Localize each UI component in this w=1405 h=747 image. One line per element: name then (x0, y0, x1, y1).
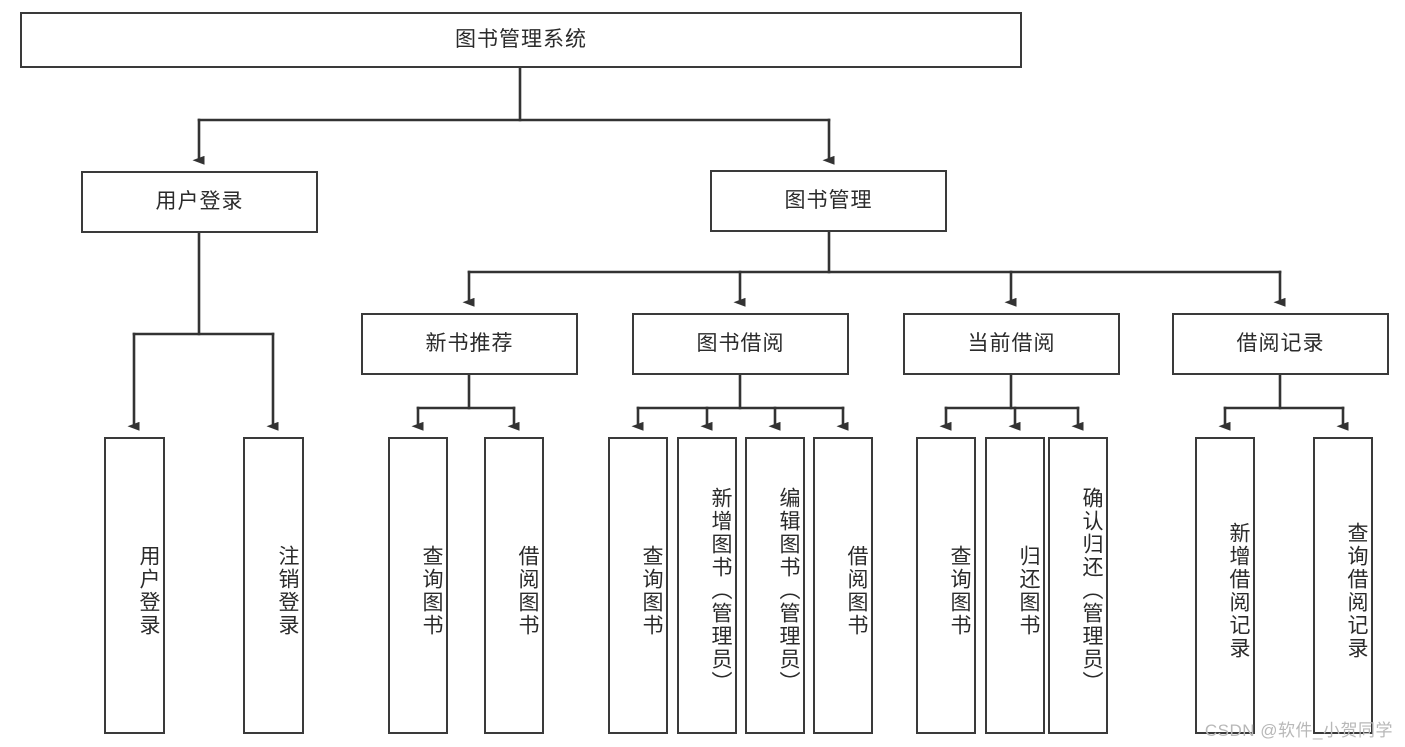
node-root[interactable]: 图书管理系统 (20, 12, 1022, 68)
node-leaf-query-book-b[interactable]: 查询图书 (608, 437, 668, 734)
node-borrow-record[interactable]: 借阅记录 (1172, 313, 1389, 375)
node-leaf-query-book-b-label: 查询图书 (640, 544, 663, 637)
node-current-borrow[interactable]: 当前借阅 (903, 313, 1120, 375)
node-leaf-add-record[interactable]: 新增借阅记录 (1195, 437, 1255, 734)
node-book-manage[interactable]: 图书管理 (710, 170, 947, 232)
node-leaf-edit-book-label: 编辑图书（管理员） (777, 487, 800, 694)
node-leaf-confirm-return[interactable]: 确认归还（管理员） (1048, 437, 1108, 734)
node-leaf-return-book[interactable]: 归还图书 (985, 437, 1045, 734)
node-borrow-record-label: 借阅记录 (1236, 332, 1325, 356)
node-leaf-add-record-label: 新增借阅记录 (1227, 521, 1250, 660)
node-leaf-user-logout-label: 注销登录 (276, 544, 299, 637)
node-user-login[interactable]: 用户登录 (81, 171, 318, 233)
node-leaf-return-book-label: 归还图书 (1017, 544, 1040, 637)
node-new-book-recommend[interactable]: 新书推荐 (361, 313, 578, 375)
node-leaf-query-book-c-label: 查询图书 (948, 544, 971, 637)
node-leaf-borrow-book-a[interactable]: 借阅图书 (484, 437, 544, 734)
node-leaf-query-record[interactable]: 查询借阅记录 (1313, 437, 1373, 734)
node-leaf-query-record-label: 查询借阅记录 (1345, 521, 1368, 660)
node-current-borrow-label: 当前借阅 (967, 332, 1056, 356)
node-leaf-edit-book[interactable]: 编辑图书（管理员） (745, 437, 805, 734)
node-leaf-confirm-return-label: 确认归还（管理员） (1080, 487, 1103, 694)
node-leaf-query-book-c[interactable]: 查询图书 (916, 437, 976, 734)
node-leaf-query-book-a[interactable]: 查询图书 (388, 437, 448, 734)
node-book-manage-label: 图书管理 (784, 189, 873, 213)
node-leaf-add-book[interactable]: 新增图书（管理员） (677, 437, 737, 734)
node-leaf-borrow-book-b-label: 借阅图书 (845, 544, 868, 637)
node-leaf-user-login[interactable]: 用户登录 (104, 437, 165, 734)
node-leaf-user-logout[interactable]: 注销登录 (243, 437, 304, 734)
node-new-book-recommend-label: 新书推荐 (425, 332, 514, 356)
node-leaf-borrow-book-b[interactable]: 借阅图书 (813, 437, 873, 734)
node-book-borrow[interactable]: 图书借阅 (632, 313, 849, 375)
node-leaf-query-book-a-label: 查询图书 (420, 544, 443, 637)
watermark-text: CSDN @软件_小贺同学 (1204, 721, 1393, 740)
node-book-borrow-label: 图书借阅 (696, 332, 785, 356)
node-leaf-borrow-book-a-label: 借阅图书 (516, 544, 539, 637)
node-root-label: 图书管理系统 (455, 28, 587, 52)
node-leaf-user-login-label: 用户登录 (137, 544, 160, 637)
node-user-login-label: 用户登录 (155, 190, 244, 214)
node-leaf-add-book-label: 新增图书（管理员） (709, 487, 732, 694)
